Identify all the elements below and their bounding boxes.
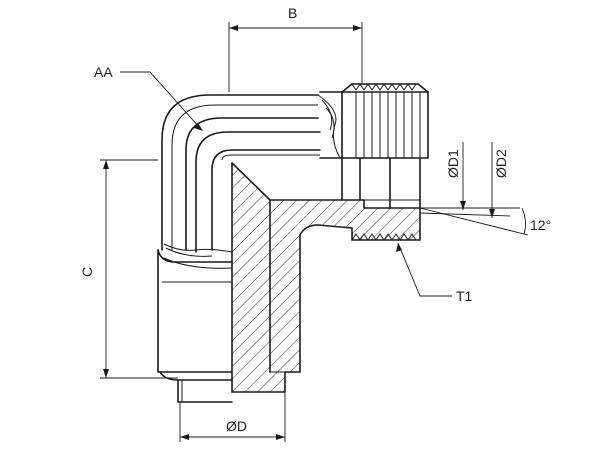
label-t1: T1 (456, 288, 473, 304)
bent-tube (161, 94, 341, 253)
threaded-end (319, 83, 429, 241)
label-od2: ØD2 (493, 149, 509, 178)
label-b: B (288, 5, 297, 21)
dimension-c (100, 159, 178, 379)
label-c: C (79, 267, 95, 277)
label-od1: ØD1 (445, 149, 461, 178)
angle-indicator (419, 207, 529, 236)
fitting-body-section (231, 162, 421, 393)
dimension-b (228, 22, 363, 92)
label-aa: AA (94, 64, 113, 80)
label-angle: 12° (530, 217, 551, 233)
label-od: ØD (226, 418, 247, 434)
dimension-od1-od2 (419, 142, 520, 218)
leader-lines (120, 71, 452, 297)
dimension-od (179, 392, 286, 442)
